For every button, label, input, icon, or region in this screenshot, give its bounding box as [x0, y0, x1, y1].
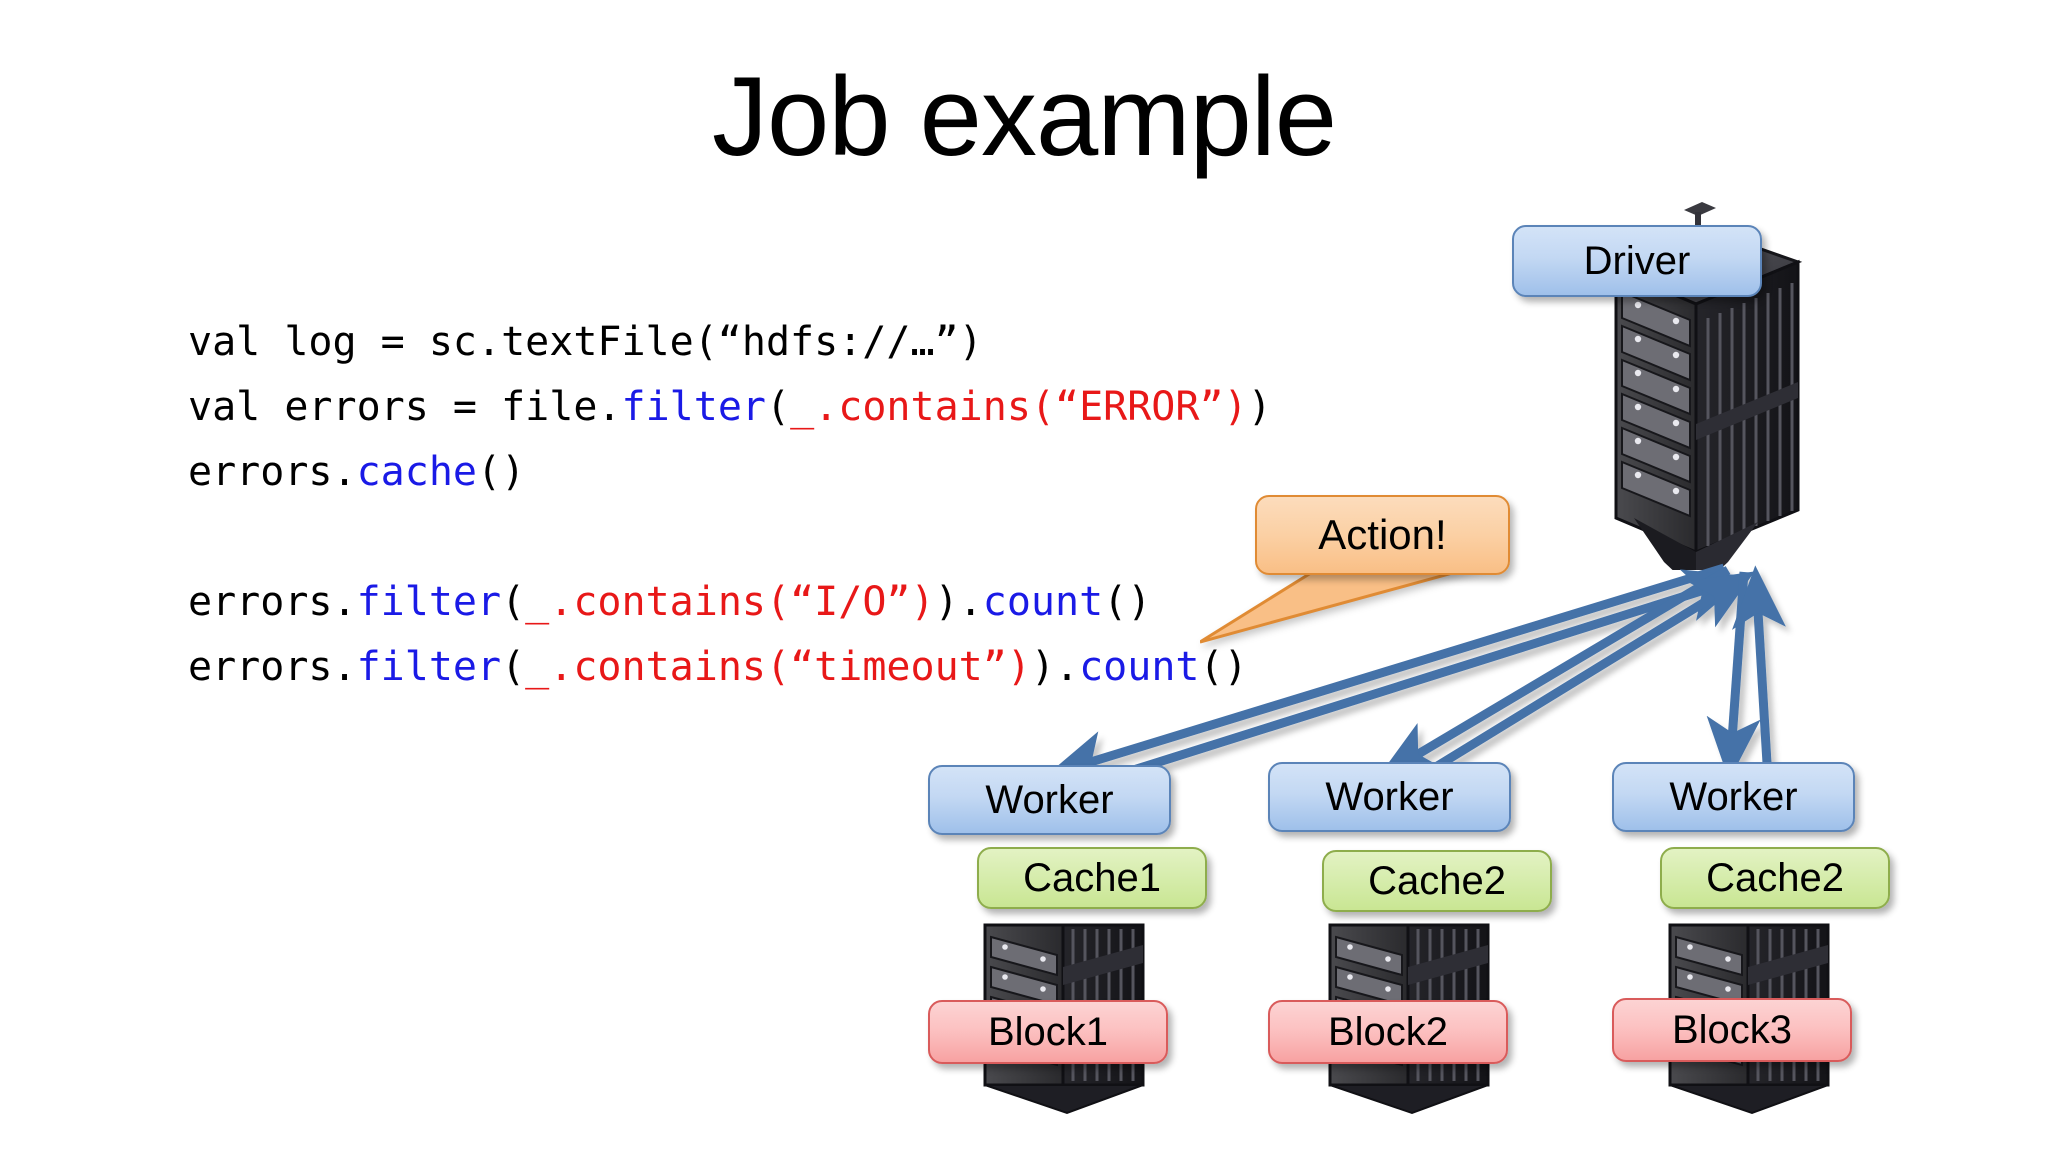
- block-label-3: Block3: [1671, 1007, 1793, 1052]
- block-box-2: Block2: [1268, 1000, 1508, 1064]
- driver-label: Driver: [1583, 238, 1691, 283]
- code-token-3-1: errors.: [188, 449, 357, 495]
- code-token-2-2: filter: [621, 384, 766, 430]
- code-token-5-6: count: [982, 579, 1104, 625]
- code-token-3-2: cache: [356, 449, 477, 495]
- worker-label-3: Worker: [1669, 774, 1798, 819]
- code-line-5: errors.filter(_.contains(“I/O”)).count(): [188, 570, 1272, 635]
- code-line-3: errors.cache(): [188, 440, 1272, 505]
- code-line-2: val errors = file.filter(_.contains(“ERR…: [188, 375, 1272, 440]
- cache-label-2: Cache2: [1368, 858, 1506, 903]
- worker-box-1: Worker: [928, 765, 1171, 835]
- arrow-worker3-to-driver: [1732, 565, 1786, 781]
- action-callout-label: Action!: [1318, 511, 1447, 558]
- code-token-5-5: ).: [934, 579, 983, 625]
- cache-label-1: Cache1: [1023, 855, 1161, 900]
- cache-box-1: Cache1: [977, 847, 1207, 909]
- block-label-1: Block1: [987, 1009, 1109, 1054]
- driver-box: Driver: [1512, 225, 1762, 297]
- block-box-3: Block3: [1612, 998, 1852, 1062]
- worker-box-2: Worker: [1268, 762, 1511, 832]
- code-line-4: [188, 505, 1272, 570]
- cache-box-3: Cache2: [1660, 847, 1890, 909]
- code-token-1-1: val log = sc.textFile(“hdfs://…”): [188, 319, 983, 365]
- code-token-6-2: filter: [356, 644, 502, 690]
- code-token-2-5: ): [1247, 384, 1272, 430]
- code-token-2-4: _.contains(“ERROR”): [790, 384, 1248, 430]
- code-token-3-3: (): [477, 449, 526, 495]
- worker-label-1: Worker: [985, 777, 1114, 822]
- cache-label-3: Cache2: [1706, 855, 1844, 900]
- code-token-2-1: val errors = file.: [188, 384, 622, 430]
- cache-box-2: Cache2: [1322, 850, 1552, 912]
- code-token-2-3: (: [765, 384, 791, 430]
- action-callout: Action!: [1255, 495, 1510, 575]
- worker-box-3: Worker: [1612, 762, 1855, 832]
- code-line-1: val log = sc.textFile(“hdfs://…”): [188, 310, 1272, 375]
- page-title: Job example: [711, 54, 1337, 179]
- block-box-1: Block1: [928, 1000, 1168, 1064]
- worker-label-2: Worker: [1325, 774, 1454, 819]
- code-token-6-5: ).: [1030, 644, 1080, 690]
- code-token-5-1: errors.: [188, 579, 357, 625]
- code-line-6: errors.filter(_.contains(“timeout”)).cou…: [188, 635, 1272, 700]
- code-token-6-6: count: [1079, 644, 1200, 690]
- code-block: val log = sc.textFile(“hdfs://…”) val err…: [188, 310, 1272, 700]
- code-token-6-4: _.contains(“timeout”): [525, 644, 1031, 690]
- block-label-2: Block2: [1327, 1009, 1449, 1054]
- code-token-6-3: (: [501, 644, 526, 690]
- code-token-5-2: filter: [356, 579, 502, 625]
- code-token-5-3: (: [501, 579, 526, 625]
- code-token-6-1: errors.: [188, 644, 357, 690]
- code-token-5-4: _.contains(“I/O”): [525, 579, 935, 625]
- code-token-6-7: (): [1199, 644, 1248, 690]
- arrow-driver-to-worker3: [1706, 571, 1761, 781]
- code-token-5-7: (): [1103, 579, 1152, 625]
